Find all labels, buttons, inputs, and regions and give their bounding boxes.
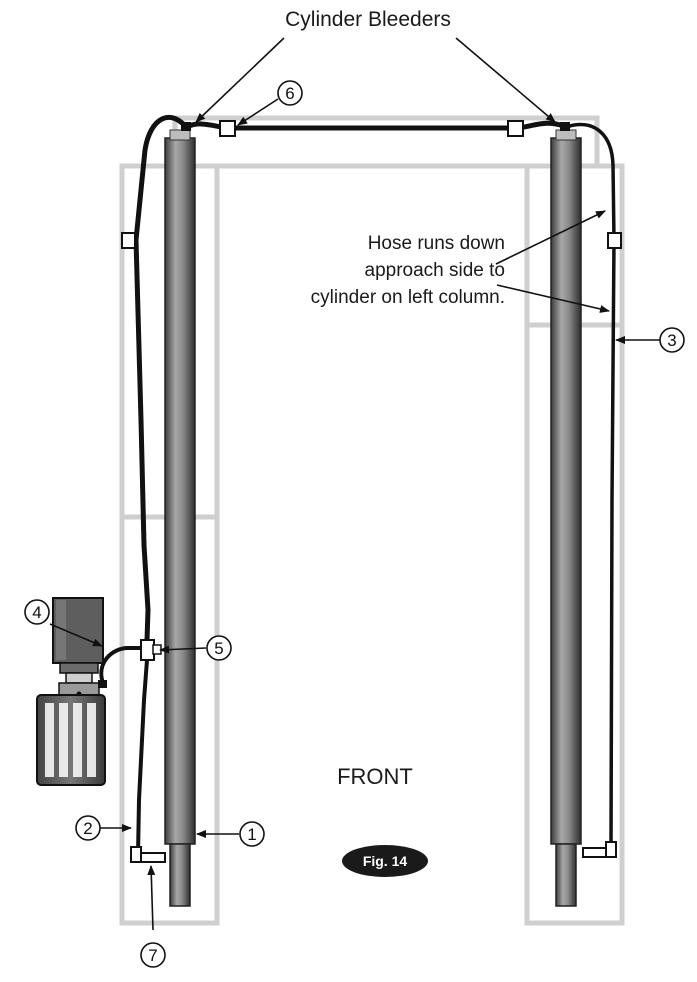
leader-lines xyxy=(49,37,660,931)
callout-5-number: 5 xyxy=(214,639,223,658)
elbow-fitting-icon xyxy=(130,841,617,863)
cylinder-bleeder-fittings xyxy=(181,122,570,131)
callout-7-number: 7 xyxy=(148,946,157,965)
hose-note-line-2: approach side to xyxy=(365,260,506,281)
callout-7: 7 xyxy=(140,942,166,968)
left-cylinder xyxy=(164,129,196,907)
callout-6-number: 6 xyxy=(285,84,294,103)
hydraulic-hoses xyxy=(99,114,616,857)
callout-5: 5 xyxy=(206,635,232,661)
hose-note-line-3: cylinder on left column. xyxy=(311,287,505,308)
callout-3-number: 3 xyxy=(667,331,676,350)
callout-3: 3 xyxy=(659,327,685,353)
tee-fitting-icon xyxy=(140,634,162,666)
figure-label: Fig. 14 xyxy=(363,853,408,869)
hose-couplers xyxy=(121,120,622,249)
hose-note: Hose runs down approach side to cylinder… xyxy=(311,233,505,308)
hydraulic-power-unit-icon xyxy=(36,597,107,786)
callout-2-number: 2 xyxy=(83,819,92,838)
right-cylinder xyxy=(550,129,582,907)
callout-1: 1 xyxy=(239,821,265,847)
front-label: FRONT xyxy=(337,764,413,789)
callout-2: 2 xyxy=(75,815,101,841)
diagram-title: Cylinder Bleeders xyxy=(285,8,451,31)
callout-6: 6 xyxy=(277,80,303,106)
hose-note-line-1: Hose runs down xyxy=(368,233,505,254)
callout-1-number: 1 xyxy=(247,825,256,844)
callout-4: 4 xyxy=(24,599,50,625)
callout-4-number: 4 xyxy=(32,603,41,622)
figure-badge: Fig. 14 xyxy=(342,845,428,877)
